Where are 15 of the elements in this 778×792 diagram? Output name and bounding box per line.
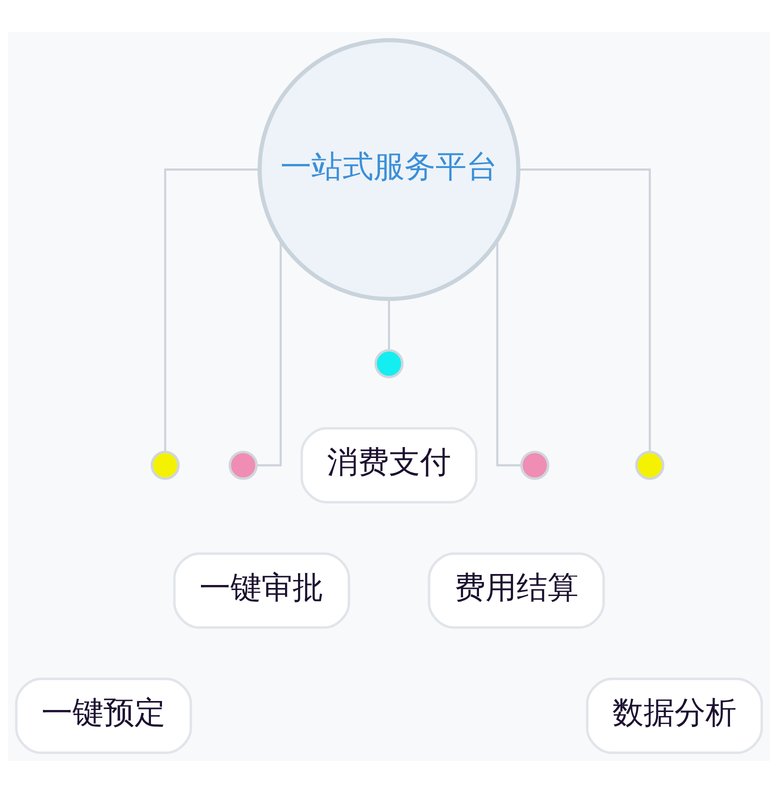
node-box: 数据分析 bbox=[586, 677, 763, 754]
connector bbox=[496, 240, 522, 466]
node-circle: 一站式服务平台 bbox=[258, 38, 520, 301]
node-box: 一键审批 bbox=[173, 552, 350, 628]
node-box: 费用结算 bbox=[428, 552, 605, 628]
connector bbox=[164, 168, 260, 452]
node-circle bbox=[150, 450, 180, 480]
connector bbox=[518, 168, 651, 452]
node-circle bbox=[635, 450, 664, 480]
node-circle bbox=[520, 450, 550, 480]
node-circle bbox=[374, 348, 404, 378]
node-circle bbox=[228, 450, 258, 480]
connector bbox=[388, 298, 390, 350]
node-box: 一键预定 bbox=[15, 677, 192, 754]
node-box: 消费支付 bbox=[300, 426, 478, 503]
